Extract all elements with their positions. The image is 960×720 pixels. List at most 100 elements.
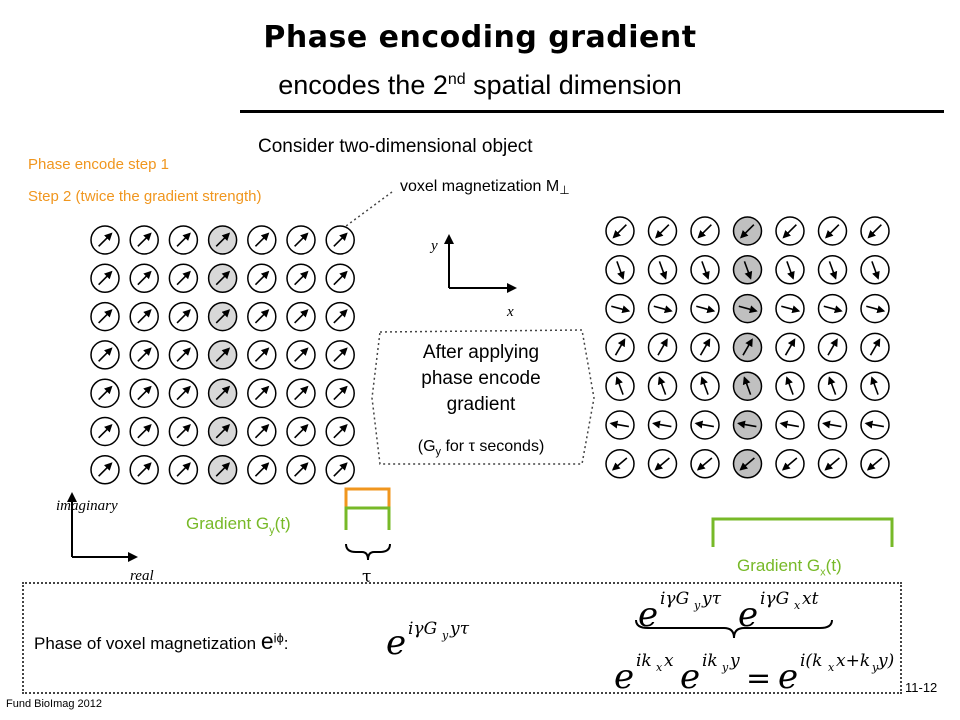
magnetization-arrow	[333, 462, 348, 477]
voxel-r0-c1	[647, 216, 678, 246]
voxel-r4-c0	[605, 371, 635, 401]
magnetization-arrow	[137, 385, 152, 401]
svg-text:e: e	[638, 595, 658, 632]
voxel-pointer-line	[337, 191, 393, 233]
voxel-r5-c0	[90, 416, 120, 447]
voxel-r3-c3	[732, 332, 763, 363]
voxel-r3-c5	[286, 340, 316, 370]
voxel-r0-c6	[325, 225, 355, 255]
gradient-y-label: Gradient Gy(t)	[186, 514, 291, 536]
voxel-r5-c6	[325, 416, 355, 447]
svg-text:y: y	[441, 629, 449, 642]
magnetization-arrow	[333, 424, 348, 439]
svg-text:iγG: iγG	[760, 589, 789, 609]
magnetization-arrow	[98, 462, 113, 477]
magnetization-arrow	[697, 224, 712, 239]
page-number: 11-12	[905, 680, 938, 695]
magnetization-arrow	[176, 270, 191, 286]
svg-text:ik: ik	[636, 651, 652, 671]
svg-text:y): y)	[877, 651, 894, 671]
voxel-r2-c3	[732, 293, 763, 324]
magnetization-arrow	[657, 376, 667, 395]
tau-brace	[345, 543, 391, 561]
magnetization-arrow	[786, 261, 795, 280]
phase-colon: :	[283, 634, 289, 653]
svg-text:x: x	[664, 651, 674, 671]
magnetization-arrow	[871, 261, 880, 280]
magnetization-arrow	[700, 376, 709, 395]
magnetization-arrow	[137, 347, 152, 362]
magnetization-arrow	[333, 232, 348, 247]
gradient-y-pulse-step1	[344, 506, 391, 530]
svg-text:y: y	[871, 661, 879, 674]
voxel-r0-c1	[129, 225, 159, 255]
magnetization-arrow	[655, 224, 670, 239]
perp-symbol: ⊥	[559, 183, 570, 197]
magnetization-arrow	[696, 305, 716, 314]
svg-text:e: e	[738, 595, 758, 632]
magnetization-arrow	[738, 305, 758, 314]
magnetization-arrow	[98, 232, 113, 247]
voxel-r6-c6	[325, 455, 355, 485]
magnetization-arrow	[294, 385, 309, 401]
magnetization-arrow	[614, 338, 626, 356]
voxel-r3-c3	[207, 340, 238, 370]
gx-pre: Gradient G	[737, 556, 821, 575]
voxel-r5-c4	[775, 410, 805, 440]
magnetization-arrow	[867, 224, 882, 239]
voxel-r0-c4	[775, 216, 805, 246]
voxel-r6-c0	[90, 455, 120, 485]
svg-text:y: y	[721, 661, 729, 674]
voxel-r3-c6	[325, 340, 355, 370]
voxel-r0-c2	[690, 216, 720, 246]
voxel-r2-c0	[605, 293, 635, 324]
gy-sub: y	[269, 524, 275, 537]
magnetization-arrow	[654, 457, 670, 471]
voxel-r5-c5	[817, 410, 848, 440]
voxel-r2-c1	[647, 293, 678, 324]
magnetization-arrow	[779, 420, 800, 429]
voxel-r1-c5	[817, 255, 848, 285]
voxel-r2-c6	[860, 293, 890, 324]
svg-text:=: =	[746, 661, 771, 696]
magnetization-arrow	[611, 305, 631, 314]
voxel-r3-c1	[647, 332, 678, 363]
equation-brace	[635, 619, 833, 639]
voxel-r6-c3	[732, 449, 763, 479]
magnetization-arrow	[215, 232, 231, 247]
phase-formula-box	[22, 582, 902, 694]
voxel-r5-c3	[207, 416, 238, 447]
phase-label: Phase of voxel magnetization eiϕ:	[34, 628, 289, 655]
svg-text:iγG: iγG	[660, 589, 689, 609]
voxel-r4-c1	[129, 378, 159, 408]
magnetization-arrow	[333, 385, 348, 401]
voxel-r0-c2	[168, 225, 199, 255]
magnetization-arrow	[98, 385, 113, 401]
magnetization-arrow	[215, 347, 231, 362]
footer-text: Fund BioImag 2012	[6, 698, 103, 710]
gradient-x-pulse	[711, 517, 894, 547]
magnetization-arrow	[294, 309, 309, 324]
magnetization-arrow	[615, 376, 624, 395]
y-axis-label: y	[431, 238, 438, 254]
magnetization-arrow	[176, 232, 191, 247]
sub-post: for τ seconds)	[441, 438, 545, 455]
magnetization-arrow	[137, 232, 152, 247]
svg-text:yτ: yτ	[701, 589, 722, 609]
voxel-r3-c0	[605, 332, 635, 363]
magnetization-arrow	[254, 385, 270, 401]
voxel-r3-c5	[817, 332, 848, 363]
voxel-r4-c2	[690, 371, 720, 401]
magnetization-arrow	[254, 232, 270, 247]
magnetization-arrow	[294, 270, 309, 286]
magnetization-arrow	[294, 462, 309, 477]
subtitle-rest: spatial dimension	[465, 70, 682, 100]
voxel-r0-c6	[860, 216, 890, 246]
svg-text:x: x	[794, 599, 801, 612]
voxel-r1-c5	[286, 263, 316, 294]
magnetization-arrow	[333, 270, 348, 286]
voxel-r0-c0	[605, 216, 635, 246]
svg-text:x+k: x+k	[836, 651, 870, 671]
voxel-r2-c1	[129, 301, 159, 332]
